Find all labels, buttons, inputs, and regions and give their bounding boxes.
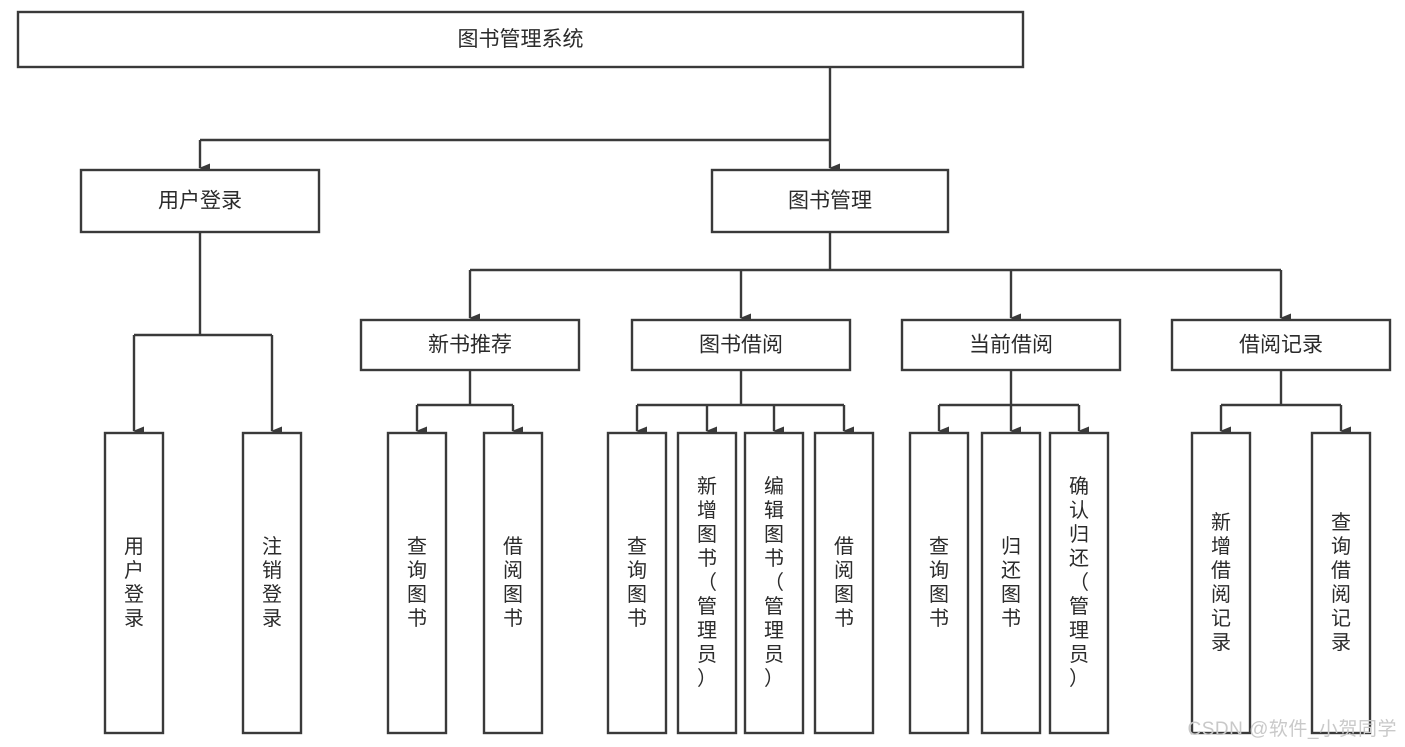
leaf-leaf-user-logout-rect [241,431,303,735]
node-current-borrow[interactable]: 当前借阅 [900,318,1122,372]
leaf-leaf-query-book-3[interactable]: 查询图书 [908,431,970,735]
leaf-leaf-confirm-return-label: 确认归还（管理员） [1069,475,1089,690]
node-user-login[interactable]: 用户登录 [79,168,321,234]
node-book-manage[interactable]: 图书管理 [710,168,950,234]
leaf-leaf-query-record-rect [1310,431,1372,735]
node-user-login-label: 用户登录 [158,190,242,213]
leaf-leaf-user-login[interactable]: 用户登录 [103,431,165,735]
connector-layer [132,67,1351,436]
leaf-leaf-query-book-1[interactable]: 查询图书 [386,431,448,735]
node-book-borrow-rect [630,318,852,372]
leaf-leaf-return-book-rect [980,431,1042,735]
node-current-borrow-rect [900,318,1122,372]
leaf-leaf-borrow-book-2-label: 借阅图书 [834,535,854,630]
leaf-leaf-confirm-return[interactable]: 确认归还（管理员） [1048,431,1110,735]
node-book-manage-label: 图书管理 [788,190,872,213]
node-current-borrow-label: 当前借阅 [969,334,1053,357]
leaf-leaf-query-book-2-rect [606,431,668,735]
node-root-rect [16,10,1025,69]
leaf-leaf-query-record-label: 查询借阅记录 [1331,511,1351,654]
leaf-leaf-add-record-rect [1190,431,1252,735]
leaf-leaf-query-book-3-label: 查询图书 [929,535,949,630]
node-root[interactable]: 图书管理系统 [16,10,1025,69]
node-book-borrow-label: 图书借阅 [699,334,783,357]
leaf-leaf-add-record[interactable]: 新增借阅记录 [1190,431,1252,735]
leaf-leaf-edit-book-rect [743,431,805,735]
node-borrow-record-label: 借阅记录 [1239,334,1323,357]
node-user-login-rect [79,168,321,234]
node-borrow-record[interactable]: 借阅记录 [1170,318,1392,372]
leaf-leaf-edit-book[interactable]: 编辑图书（管理员） [743,431,805,735]
leaf-leaf-query-book-3-rect [908,431,970,735]
leaf-leaf-add-record-label: 新增借阅记录 [1211,511,1231,654]
leaf-leaf-confirm-return-rect [1048,431,1110,735]
leaf-leaf-return-book-label: 归还图书 [1001,535,1021,630]
leaf-leaf-query-book-1-rect [386,431,448,735]
leaf-leaf-user-logout-label: 注销登录 [262,535,282,630]
node-layer: 图书管理系统用户登录图书管理新书推荐图书借阅当前借阅借阅记录用户登录注销登录查询… [16,10,1392,735]
leaf-leaf-borrow-book-2[interactable]: 借阅图书 [813,431,875,735]
node-new-book-recommend[interactable]: 新书推荐 [359,318,581,372]
leaf-leaf-add-book-label: 新增图书（管理员） [697,475,717,690]
node-book-manage-rect [710,168,950,234]
leaf-leaf-edit-book-label: 编辑图书（管理员） [764,475,784,690]
leaf-leaf-borrow-book-1-rect [482,431,544,735]
leaf-leaf-user-login-rect [103,431,165,735]
leaf-leaf-query-record[interactable]: 查询借阅记录 [1310,431,1372,735]
leaf-leaf-query-book-1-label: 查询图书 [407,535,427,630]
leaf-leaf-query-book-2[interactable]: 查询图书 [606,431,668,735]
node-borrow-record-rect [1170,318,1392,372]
leaf-leaf-user-login-label: 用户登录 [124,536,144,630]
node-new-book-recommend-label: 新书推荐 [428,334,512,357]
leaf-leaf-borrow-book-2-rect [813,431,875,735]
node-book-borrow[interactable]: 图书借阅 [630,318,852,372]
watermark-label: CSDN @软件_小贺同学 [1187,719,1397,740]
node-new-book-recommend-rect [359,318,581,372]
leaf-leaf-borrow-book-1-label: 借阅图书 [503,535,523,630]
node-root-label: 图书管理系统 [458,28,584,51]
leaf-leaf-query-book-2-label: 查询图书 [627,535,647,630]
leaf-leaf-add-book-rect [676,431,738,735]
leaf-leaf-user-logout[interactable]: 注销登录 [241,431,303,735]
leaf-leaf-return-book[interactable]: 归还图书 [980,431,1042,735]
leaf-leaf-borrow-book-1[interactable]: 借阅图书 [482,431,544,735]
leaf-leaf-add-book[interactable]: 新增图书（管理员） [676,431,738,735]
